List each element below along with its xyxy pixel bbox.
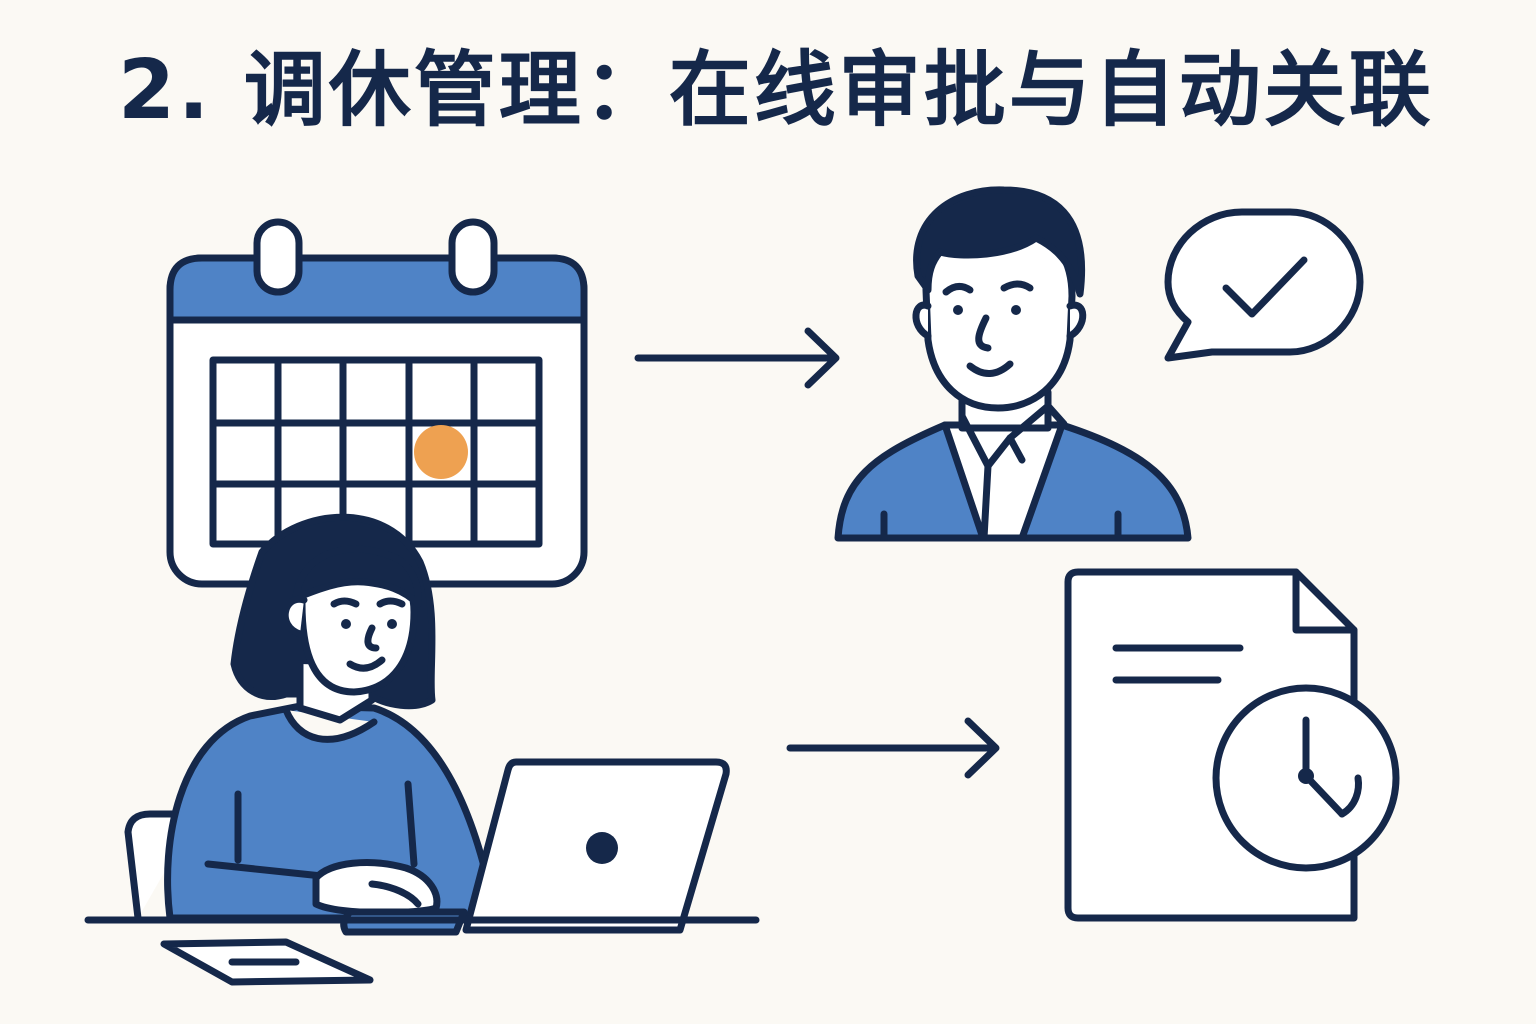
calendar-grid [209, 356, 543, 548]
laptop-logo [586, 832, 618, 864]
manager-hair [913, 186, 1085, 298]
check-speech-bubble-icon [1164, 208, 1364, 362]
check-mark [1222, 256, 1308, 318]
page-title: 2. 调休管理：在线审批与自动关联 [118, 43, 1434, 138]
manager-avatar [834, 186, 1192, 542]
paper-note [160, 938, 374, 986]
arrow-calendar-to-manager [634, 327, 840, 389]
arrow-employee-to-record [786, 717, 1000, 779]
calendar-icon [166, 218, 588, 588]
document-with-clock-icon [1064, 568, 1400, 922]
employee-at-laptop [124, 513, 492, 922]
calendar-header [166, 254, 588, 324]
selected-day-marker [414, 425, 468, 479]
laptop [340, 758, 730, 936]
calendar-ring-left [253, 218, 303, 296]
calendar-ring-right [448, 218, 498, 296]
